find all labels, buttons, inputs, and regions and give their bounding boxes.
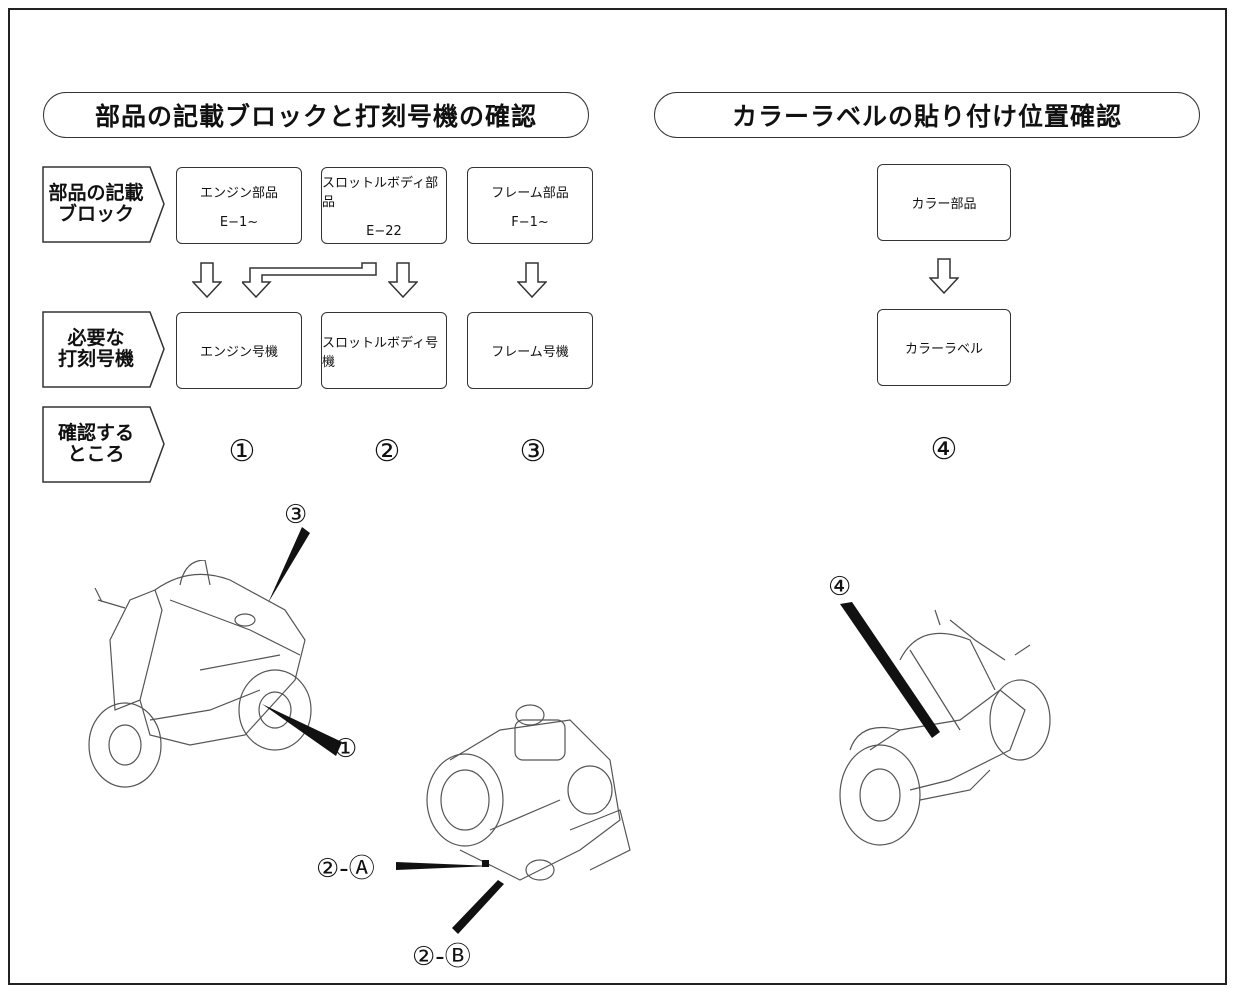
check-number-2: ② bbox=[373, 434, 401, 469]
throttle-a-callout-label: ②-Ⓐ bbox=[316, 854, 375, 884]
throttle-b-callout-pointer bbox=[452, 880, 504, 934]
check-number-4: ④ bbox=[930, 432, 958, 467]
color-label-box: カラーラベル bbox=[877, 309, 1011, 386]
color-label-text: カラーラベル bbox=[904, 342, 983, 357]
throttle-serial-label: スロットルボディ号機 bbox=[322, 335, 439, 370]
engine-serial-label: エンジン号機 bbox=[199, 345, 278, 360]
engine-serial-box: エンジン号機 bbox=[176, 312, 302, 389]
scooter-seat-open-illustration bbox=[839, 609, 1051, 846]
engine-callout-label: ① bbox=[334, 734, 358, 764]
row-label-parts-block: 部品の記載 ブロック bbox=[42, 166, 166, 243]
right-section-title: カラーラベルの貼り付け位置確認 bbox=[654, 92, 1200, 138]
frame-callout-pointer bbox=[268, 527, 310, 603]
frame-parts-box: フレーム部品 F−1~ bbox=[467, 167, 593, 244]
row-label-check-location: 確認する ところ bbox=[42, 406, 166, 483]
engine-parts-box: エンジン部品 E−1~ bbox=[176, 167, 302, 244]
color-part-box: カラー部品 bbox=[877, 164, 1011, 241]
throttle-serial-box: スロットルボディ号機 bbox=[321, 312, 447, 389]
down-arrow-icon bbox=[192, 262, 222, 298]
color-callout-pointer bbox=[840, 602, 940, 738]
throttle-parts-code: E−22 bbox=[366, 224, 402, 239]
engine-callout-pointer bbox=[262, 704, 342, 756]
bent-arrow-icon bbox=[242, 262, 377, 298]
throttle-parts-name: スロットルボディ部品 bbox=[322, 176, 439, 210]
frame-serial-box: フレーム号機 bbox=[467, 312, 593, 389]
down-arrow-icon bbox=[388, 262, 418, 298]
page-frame bbox=[8, 8, 1227, 985]
throttle-a-callout-pointer bbox=[396, 862, 492, 870]
frame-callout-label: ③ bbox=[284, 500, 308, 530]
color-callout-label: ④ bbox=[828, 572, 852, 602]
color-part-label: カラー部品 bbox=[911, 197, 977, 212]
frame-parts-name: フレーム部品 bbox=[491, 185, 569, 201]
throttle-parts-box: スロットルボディ部品 E−22 bbox=[321, 167, 447, 244]
throttle-b-callout-label: ②-Ⓑ bbox=[412, 942, 471, 972]
engine-parts-code: E−1~ bbox=[219, 214, 259, 230]
frame-serial-label: フレーム号機 bbox=[491, 345, 569, 360]
throttle-body-illustration bbox=[426, 704, 631, 881]
left-section-title: 部品の記載ブロックと打刻号機の確認 bbox=[43, 92, 589, 138]
down-arrow-icon bbox=[517, 262, 547, 298]
check-number-3: ③ bbox=[519, 434, 547, 469]
scooter-illustration bbox=[88, 560, 312, 788]
engine-parts-name: エンジン部品 bbox=[199, 185, 278, 201]
frame-parts-code: F−1~ bbox=[511, 214, 549, 230]
row-label-required-serial: 必要な 打刻号機 bbox=[42, 311, 166, 388]
check-number-1: ① bbox=[228, 434, 256, 469]
down-arrow-icon bbox=[929, 258, 959, 294]
